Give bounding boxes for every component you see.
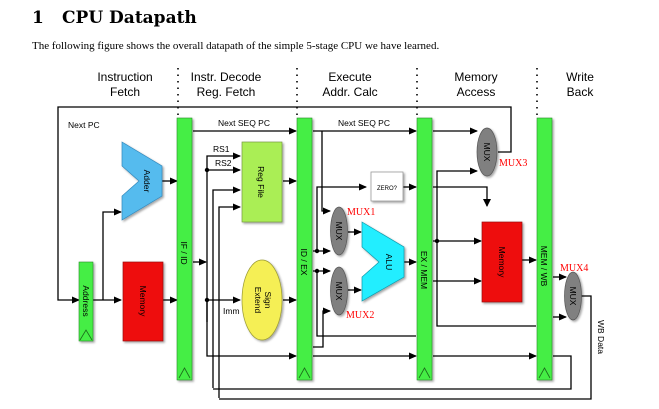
ifid-label: IF / ID — [179, 241, 189, 264]
wire-imm-to-mux2 — [313, 307, 331, 348]
wire-rd-passthrough — [206, 300, 297, 360]
stage-wb-line1: Write — [566, 70, 594, 84]
stage-wb-line2: Back — [567, 85, 595, 99]
wire-rs1 — [206, 152, 241, 322]
mux4-label: MUX4 — [560, 263, 588, 274]
mux3-label: MUX3 — [499, 158, 527, 169]
junction-dot — [204, 167, 210, 173]
idex-label: ID / EX — [299, 249, 309, 276]
wire-wb-reg-dest — [212, 186, 241, 388]
mux2-label: MUX2 — [346, 310, 374, 321]
zero-check-label: ZERO? — [377, 186, 398, 192]
wire-regb-passthrough — [316, 271, 416, 337]
stage-mem-line2: Access — [457, 85, 496, 99]
instruction-memory-block — [122, 261, 164, 342]
pipeline-register-exmem — [416, 117, 433, 381]
mux1-block — [330, 206, 348, 256]
pipeline-register-idex — [296, 117, 313, 381]
mux2-inner-label: MUX — [334, 282, 344, 301]
data-memory-block — [481, 221, 523, 303]
wire-wb-data — [218, 203, 241, 398]
mux2-block — [330, 266, 348, 316]
stage-id-line2: Reg. Fetch — [197, 85, 256, 99]
mux4-inner-label: MUX — [568, 287, 578, 306]
mux3-block — [476, 127, 498, 177]
pipeline-register-ifid — [176, 117, 193, 381]
wire-pc-to-mux1 — [321, 131, 331, 215]
register-file-label: Reg File — [256, 166, 266, 198]
pc-label: Address — [81, 285, 91, 316]
wire-pc-to-adder — [102, 208, 122, 300]
zero-check-block — [370, 171, 404, 202]
exmem-label: EX / MEM — [419, 251, 429, 289]
alu-block — [361, 221, 405, 302]
mux1-inner-label: MUX — [334, 222, 344, 241]
next-seq-pc-label-1: Next SEQ PC — [218, 118, 270, 128]
wb-data-label: WB Data — [596, 320, 606, 354]
pc-register — [78, 261, 94, 342]
stage-if-line2: Fetch — [110, 85, 140, 99]
instruction-memory-label: Memory — [138, 286, 148, 317]
mux1-label: MUX1 — [347, 207, 375, 218]
adder-block — [121, 141, 163, 221]
next-seq-pc-label-2: Next SEQ PC — [338, 118, 390, 128]
wire-wb-data-loop — [219, 295, 592, 400]
register-file-block — [241, 141, 283, 223]
data-memory-label: Memory — [497, 247, 507, 278]
memwb-label: MEM / WB — [539, 246, 549, 287]
section-heading: 1 CPU Datapath — [32, 8, 197, 28]
wire-alu-passthrough — [436, 241, 536, 327]
stage-mem-line1: Memory — [454, 70, 497, 84]
sign-extend-label-2: Extend — [253, 287, 263, 314]
mux4-block — [564, 271, 582, 321]
sign-extend-label-1: Sign — [263, 291, 273, 308]
adder-label: Adder — [142, 170, 152, 193]
stage-if-line1: Instruction — [97, 70, 152, 84]
rs1-label: RS1 — [213, 144, 230, 154]
stage-ex-line2: Addr. Calc — [322, 85, 377, 99]
wire-rega-to-zero — [316, 183, 367, 251]
wire-wb-rd-loop — [213, 355, 572, 390]
mux3-inner-label: MUX — [482, 143, 492, 162]
wires — [57, 106, 592, 400]
wire-alu-to-mux3 — [436, 167, 478, 241]
wire-zero-to-mux3-sel — [433, 186, 488, 206]
sign-extend-block — [241, 259, 283, 341]
pipeline-register-memwb — [536, 117, 553, 381]
stage-headers: Instruction Fetch Instr. Decode Reg. Fet… — [97, 70, 594, 99]
wire-next-pc — [57, 106, 512, 304]
imm-label: Imm — [223, 306, 240, 316]
section-number: 1 — [32, 8, 44, 28]
section-title: CPU Datapath — [62, 8, 197, 28]
rs2-label: RS2 — [215, 158, 232, 168]
alu-label: ALU — [384, 254, 394, 271]
next-pc-label: Next PC — [68, 120, 100, 130]
intro-paragraph: The following figure shows the overall d… — [32, 40, 440, 52]
arrow-head — [483, 199, 491, 207]
stage-id-line1: Instr. Decode — [191, 70, 262, 84]
stage-ex-line1: Execute — [328, 70, 372, 84]
